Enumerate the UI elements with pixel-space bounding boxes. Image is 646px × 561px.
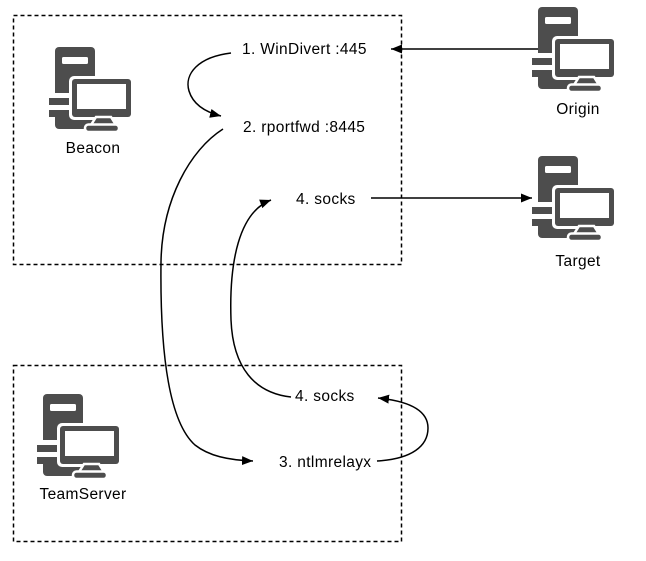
target-icon xyxy=(530,154,619,243)
target-label: Target xyxy=(555,253,601,270)
step-windivert-label: 1. WinDivert :445 xyxy=(242,41,367,58)
step-socks-beacon-label: 4. socks xyxy=(296,191,356,208)
step-socks-teamserver-label: 4. socks xyxy=(295,388,355,405)
step-ntlmrelayx-label: 3. ntlmrelayx xyxy=(279,454,371,471)
step-rportfwd-label: 2. rportfwd :8445 xyxy=(243,119,365,136)
arrow-rportfwd-to-ntlmrelayx xyxy=(160,128,254,466)
beacon-label: Beacon xyxy=(66,140,121,157)
arrow-windivert-to-rportfwd xyxy=(187,52,232,118)
arrow-ntlmrelayx-to-socks-teamserver xyxy=(376,394,429,462)
origin-icon xyxy=(530,5,619,94)
teamserver-label: TeamServer xyxy=(39,486,126,503)
arrow-socks-teamserver-to-socks-beacon xyxy=(230,199,292,398)
teamserver-icon xyxy=(35,392,124,481)
beacon-icon xyxy=(47,45,136,134)
teamserver-zone-box xyxy=(12,364,403,543)
origin-label: Origin xyxy=(556,101,599,118)
beacon-zone-box xyxy=(12,14,403,266)
